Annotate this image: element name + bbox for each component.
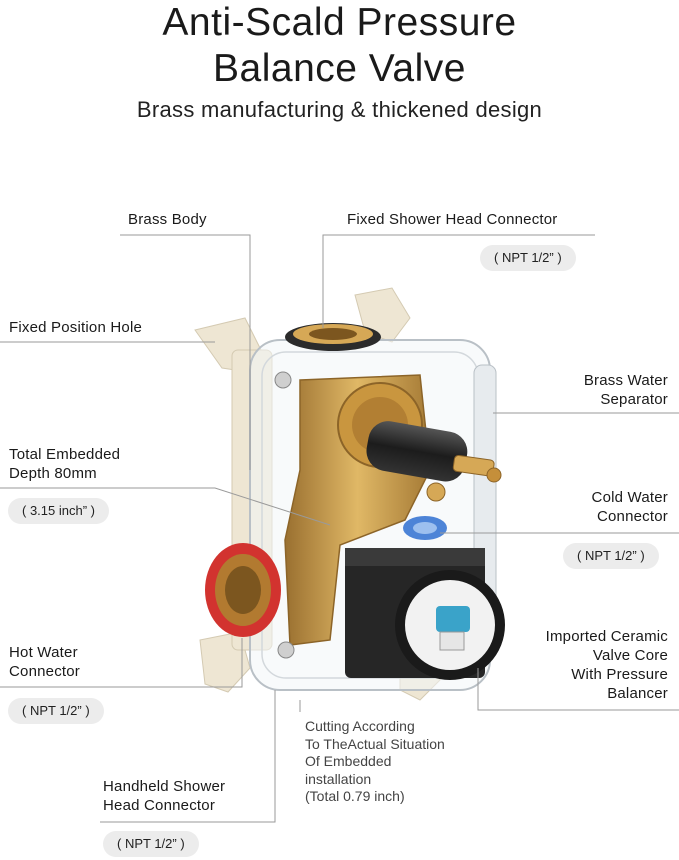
spec-cold-water: ( NPT 1/2” )	[563, 543, 659, 569]
label-ceramic-valve-core: Imported Ceramic Valve Core With Pressur…	[545, 628, 668, 702]
leader-lines	[0, 234, 679, 823]
cold-water-ring	[403, 516, 447, 540]
label-total-embedded-depth: Total Embedded Depth 80mm	[9, 446, 121, 482]
label-cold-water-connector: Cold Water Connector	[591, 489, 668, 525]
label-brass-body: Brass Body	[128, 211, 207, 228]
label-fixed-position-hole: Fixed Position Hole	[9, 319, 143, 336]
cutting-note: Cutting According To TheActual Situation…	[305, 718, 445, 804]
title-line-2: Balance Valve	[213, 47, 466, 90]
screws	[274, 371, 295, 659]
title-line-1: Anti-Scald Pressure	[162, 1, 517, 44]
hot-water-connector	[205, 543, 281, 637]
spec-total-embedded-depth: ( 3.15 inch” )	[8, 498, 109, 524]
label-handheld-shower-connector: Handheld Shower Head Connector	[103, 778, 226, 814]
spec-handheld-shower: ( NPT 1/2” )	[103, 831, 199, 857]
spec-hot-water: ( NPT 1/2” )	[8, 698, 104, 724]
spec-fixed-shower-head: ( NPT 1/2” )	[480, 245, 576, 271]
top-connector	[285, 323, 381, 351]
label-hot-water-connector: Hot Water Connector	[9, 644, 81, 680]
subtitle: Brass manufacturing & thickened design	[136, 97, 543, 122]
label-fixed-shower-head-connector: Fixed Shower Head Connector	[347, 211, 558, 228]
water-separator-stem	[366, 421, 502, 502]
label-brass-water-separator: Brass Water Separator	[583, 372, 668, 408]
cartridge-block	[345, 548, 505, 680]
